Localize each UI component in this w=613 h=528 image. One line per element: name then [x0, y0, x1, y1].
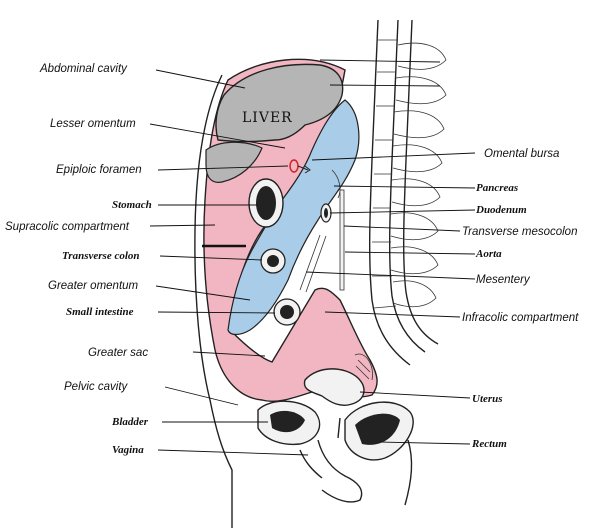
uterus-organ [303, 368, 365, 406]
label-rectum: Rectum [471, 438, 507, 450]
label-stomach: Stomach [112, 199, 152, 211]
vagina-organ [299, 417, 363, 503]
label-transverse-colon: Transverse colon [62, 250, 140, 262]
label-bladder: Bladder [111, 416, 149, 428]
vertebral-column [368, 19, 447, 366]
rectum-organ [344, 401, 414, 461]
label-epiploic-foramen: Epiploic foramen [56, 164, 142, 176]
label-greater-sac: Greater sac [88, 347, 148, 359]
right-labels: Omental bursa Pancreas Duodenum Transver… [462, 148, 579, 450]
body-outline [194, 74, 413, 528]
bladder-organ [257, 400, 321, 446]
liver: LIVER [205, 63, 344, 183]
label-small-intestine: Small intestine [66, 306, 134, 318]
label-aorta: Aorta [475, 248, 502, 260]
epiploic-foramen-marker [289, 159, 311, 174]
left-labels: Abdominal cavity Lesser omentum Epiploic… [5, 63, 152, 456]
label-omental-bursa: Omental bursa [484, 148, 559, 160]
pelvic-hatching [354, 353, 373, 381]
label-pelvic-cavity: Pelvic cavity [64, 381, 129, 393]
stomach-organ [248, 178, 284, 228]
label-lesser-omentum: Lesser omentum [50, 118, 136, 130]
retroperitoneal-structures [299, 169, 345, 293]
leader-lines [149, 59, 476, 456]
label-duodenum: Duodenum [475, 204, 527, 216]
label-infracolic-compartment: Infracolic compartment [462, 312, 579, 324]
label-vagina: Vagina [112, 444, 144, 456]
label-greater-omentum: Greater omentum [48, 280, 139, 292]
label-pancreas: Pancreas [476, 182, 518, 194]
transverse-colon-organ [260, 248, 286, 274]
small-intestine-organ [273, 298, 301, 326]
label-mesentery: Mesentery [476, 274, 531, 286]
liver-title: LIVER [242, 110, 293, 126]
label-supracolic-compartment: Supracolic compartment [5, 221, 130, 233]
label-abdominal-cavity: Abdominal cavity [39, 63, 128, 75]
omental-bursa-region [227, 99, 360, 336]
label-transverse-mesocolon: Transverse mesocolon [462, 226, 577, 238]
label-uterus: Uterus [472, 393, 503, 405]
